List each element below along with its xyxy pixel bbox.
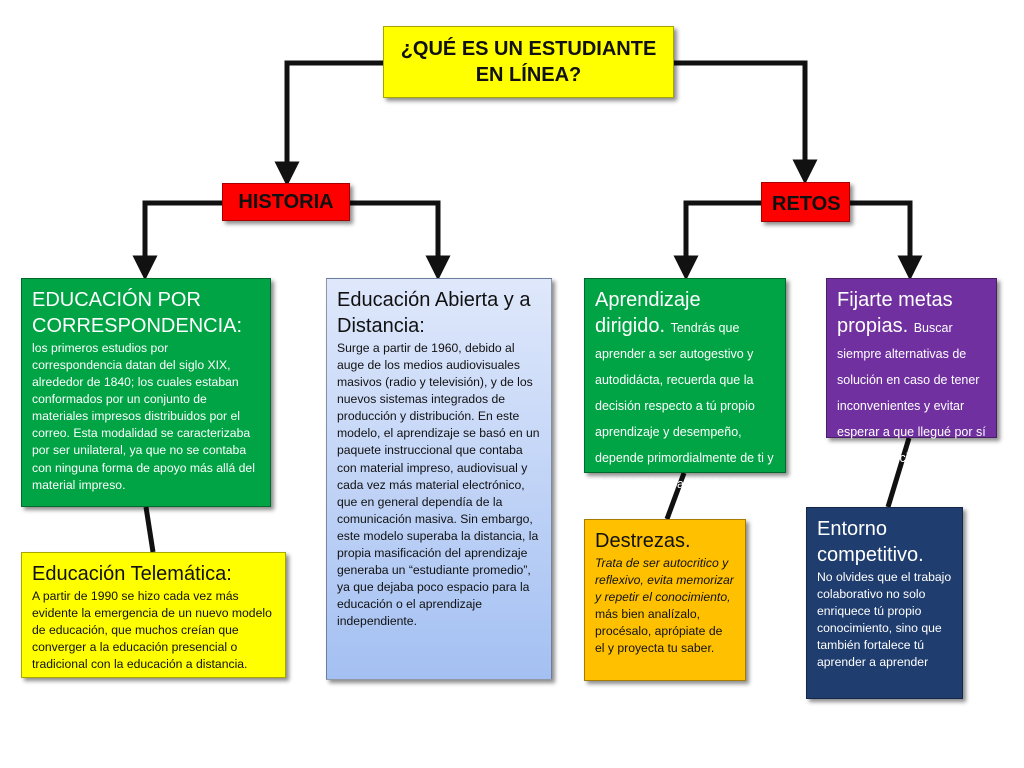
card-destrezas: Destrezas. Trata de ser autocritico y re…	[584, 519, 746, 681]
card-telematica: Educación Telemática: A partir de 1990 s…	[21, 552, 286, 678]
card-heading: Fijarte metas propias. Buscar siempre al…	[837, 287, 986, 469]
category-retos: RETOS	[761, 182, 850, 222]
card-heading-text: Fijarte metas propias.	[837, 289, 953, 337]
card-entorno-competitivo: Entorno competitivo. No olvides que el t…	[806, 507, 963, 699]
card-heading: Educación Abierta y a Distancia:	[337, 289, 531, 337]
arrow-title-historia	[274, 60, 386, 187]
arrow-historia-correspondencia	[132, 200, 225, 281]
card-fijarte-metas: Fijarte metas propias. Buscar siempre al…	[826, 278, 997, 465]
card-heading: Entorno competitivo.	[817, 518, 924, 566]
card-heading: EDUCACIÓN POR CORRESPONDENCIA:	[32, 289, 243, 337]
card-body: Trata de ser autocritico y reflexivo, ev…	[595, 555, 735, 657]
category-historia: HISTORIA	[222, 183, 350, 221]
arrow-title-retos	[671, 60, 818, 185]
card-body-italic: Trata de ser autocritico y reflexivo, ev…	[595, 556, 734, 605]
card-heading: Educación Telemática:	[32, 563, 232, 585]
card-body: los primeros estudios por correspondenci…	[32, 341, 255, 492]
link-aprendizaje-destrezas	[664, 472, 687, 520]
link-correspondencia-telematica	[143, 506, 156, 553]
card-aprendizaje-dirigido: Aprendizaje dirigido. Tendrás que aprend…	[584, 278, 786, 491]
card-body: Tendrás que aprender a ser autogestivo y…	[595, 321, 774, 491]
card-body: Surge a partir de 1960, debido al auge d…	[337, 341, 540, 629]
main-title: ¿QUÉ ES UN ESTUDIANTE EN LÍNEA?	[383, 26, 674, 98]
card-body: Buscar siempre alternativas de solución …	[837, 321, 986, 465]
card-heading: Destrezas.	[595, 530, 691, 552]
link-metas-entorno	[885, 437, 912, 508]
card-abierta-distancia: Educación Abierta y a Distancia: Surge a…	[326, 278, 552, 680]
card-correspondencia: EDUCACIÓN POR CORRESPONDENCIA: los prime…	[21, 278, 271, 507]
card-body: A partir de 1990 se hizo cada vez más ev…	[32, 589, 272, 672]
card-body-normal: más bien analízalo, procésalo, aprópiate…	[595, 607, 723, 656]
card-heading-text: Aprendizaje dirigido.	[595, 289, 701, 337]
card-heading: Aprendizaje dirigido. Tendrás que aprend…	[595, 287, 775, 495]
arrow-retos-metas	[847, 200, 923, 281]
card-body: No olvides que el trabajo colaborativo n…	[817, 570, 952, 670]
arrow-retos-aprendizaje	[673, 200, 764, 281]
arrow-historia-abierta	[347, 200, 451, 281]
